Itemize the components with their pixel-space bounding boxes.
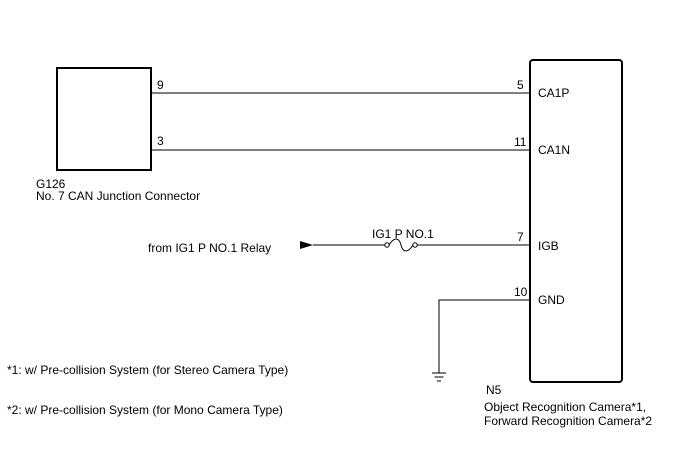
camera-pin-11: 11 — [514, 135, 527, 149]
camera-pin-label-ca1p: CA1P — [538, 86, 569, 100]
connector-name: No. 7 CAN Junction Connector — [36, 189, 200, 203]
camera-code: N5 — [486, 383, 502, 397]
camera-pin-7: 7 — [517, 230, 524, 244]
camera-box — [529, 59, 623, 383]
fuse-icon — [388, 238, 414, 252]
footnote-1: *1: w/ Pre-collision System (for Stereo … — [7, 363, 288, 377]
camera-pin-5: 5 — [517, 78, 524, 92]
fuse-terminal-left — [384, 242, 390, 248]
connector-pin-3: 3 — [157, 134, 164, 148]
wire-gnd — [438, 299, 530, 373]
ground-icon — [432, 372, 446, 382]
junction-connector-box — [56, 67, 152, 171]
camera-pin-label-gnd: GND — [538, 293, 565, 307]
camera-pin-label-ca1n: CA1N — [538, 143, 570, 157]
fuse-label: IG1 P NO.1 — [372, 227, 434, 241]
relay-source-label: from IG1 P NO.1 Relay — [148, 241, 271, 255]
connector-code: G126 — [36, 177, 66, 191]
arrow-right-icon — [300, 241, 313, 249]
camera-pin-10: 10 — [514, 285, 528, 299]
connector-pin-9: 9 — [157, 78, 164, 92]
camera-name-line1: Object Recognition Camera*1, — [484, 400, 646, 414]
fuse-terminal-right — [412, 242, 418, 248]
camera-pin-label-igb: IGB — [538, 239, 559, 253]
footnote-2: *2: w/ Pre-collision System (for Mono Ca… — [7, 403, 283, 417]
camera-name-line2: Forward Recognition Camera*2 — [484, 414, 652, 428]
